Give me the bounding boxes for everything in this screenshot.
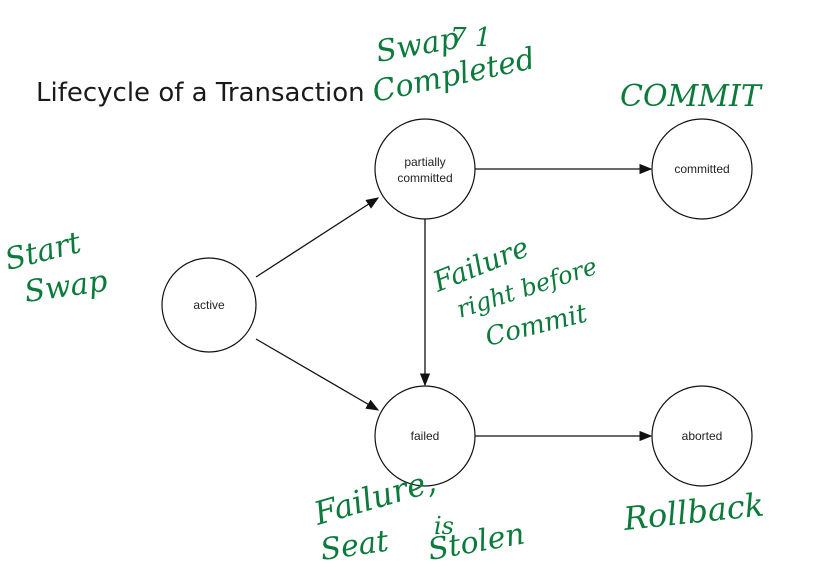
annotation-commit: COMMIT bbox=[620, 79, 763, 114]
annotation-failure-seat-stolen: Failure, Seat is Stolen bbox=[309, 462, 527, 567]
edge-active-to-partially-committed bbox=[255, 197, 380, 278]
state-label-partially: partially bbox=[404, 155, 445, 169]
state-node-partially-committed: partially committed bbox=[374, 118, 476, 220]
annotation-seat: Seat bbox=[318, 524, 391, 567]
slide-title: Lifecycle of a Transaction bbox=[36, 78, 365, 108]
annotation-swap-marks: 7 1 bbox=[450, 23, 491, 53]
state-node-aborted: aborted bbox=[651, 385, 753, 487]
state-node-committed: committed bbox=[651, 118, 753, 220]
state-label-failed: failed bbox=[411, 429, 440, 443]
annotation-swap-completed: Swap 7 1 Completed bbox=[369, 21, 538, 110]
state-label-committed: committed bbox=[674, 162, 729, 176]
state-node-failed: failed bbox=[374, 385, 476, 487]
annotation-failure-comma: Failure, bbox=[309, 462, 440, 533]
state-label-active: active bbox=[193, 298, 225, 312]
annotation-failure-before-commit: Failure right before Commit bbox=[427, 230, 600, 352]
annotation-rollback: Rollback bbox=[621, 485, 766, 538]
annotation-start-swap: Start Swap bbox=[1, 225, 109, 310]
annotation-is: is bbox=[434, 512, 454, 540]
state-node-active: active bbox=[161, 257, 257, 353]
edge-active-to-failed bbox=[255, 338, 380, 411]
state-label-aborted: aborted bbox=[682, 429, 723, 443]
state-label-committed-line: committed bbox=[397, 171, 452, 185]
